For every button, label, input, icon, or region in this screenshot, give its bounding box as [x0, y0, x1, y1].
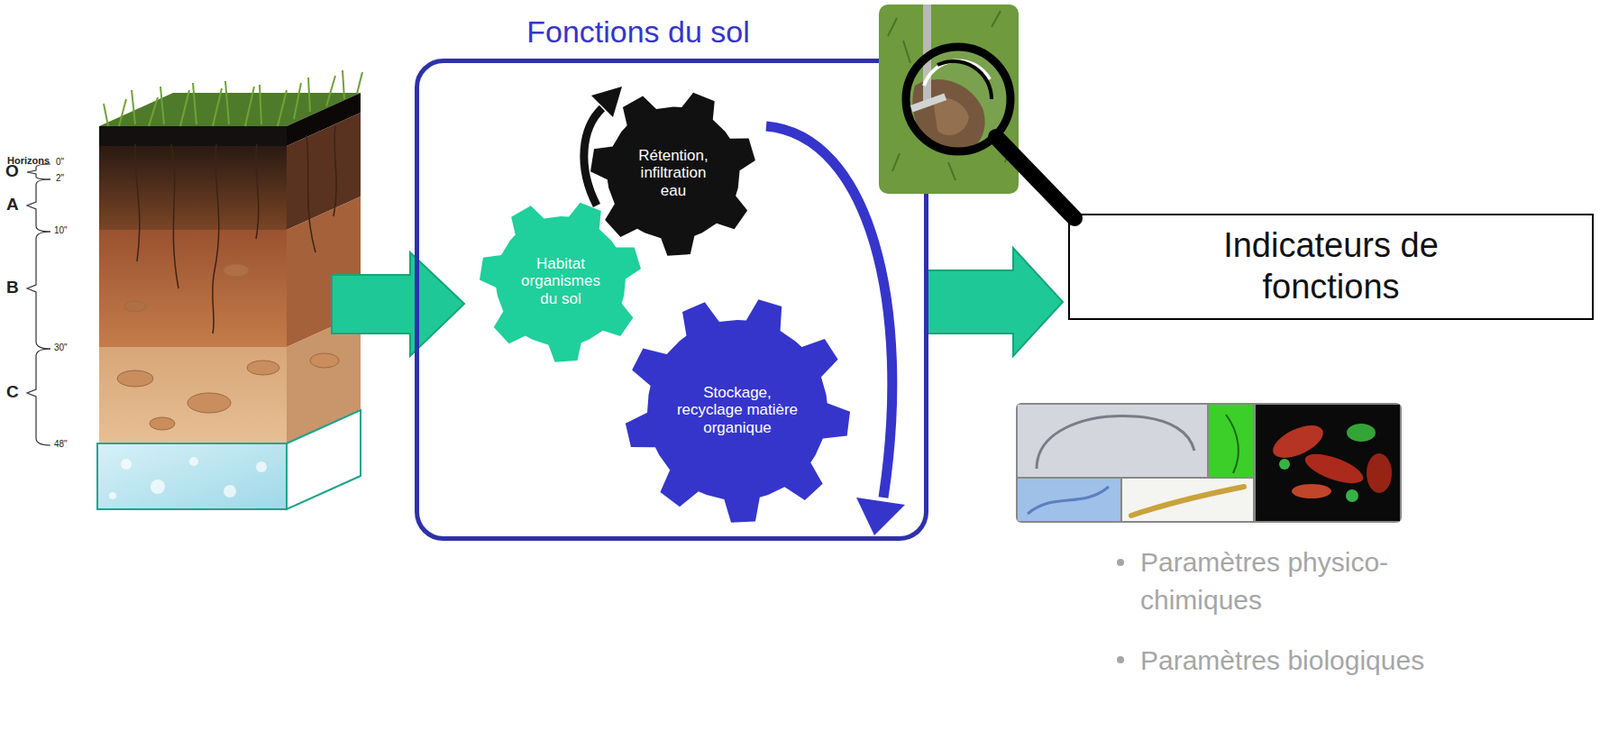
frame-heading: Fonctions du sol	[385, 14, 891, 50]
horizon-label: C	[6, 383, 19, 403]
gear-node: Rétention, infiltration eau	[590, 90, 757, 256]
label-anchor: 0"	[55, 156, 64, 167]
gear-outline	[479, 202, 641, 363]
label-anchor: C	[6, 383, 19, 403]
label-anchor: O	[5, 162, 19, 182]
gear-node: Stockage, recyclage matière organique	[624, 297, 851, 523]
label-anchor: 10"	[54, 225, 68, 236]
block-arrow	[926, 247, 1063, 357]
label-anchor: B	[6, 278, 19, 298]
label-anchor: 30"	[54, 342, 68, 353]
label-anchor: Paramètres physico-chimiques	[1140, 543, 1429, 620]
indicator-box: Indicateurs de fonctions	[1068, 213, 1594, 320]
organism-pictures	[1015, 402, 1402, 523]
depth-label: 2"	[55, 173, 64, 183]
function-frame: Fonctions du solRétention, infiltration …	[414, 58, 929, 541]
gear-node: Habitat organismes du sol	[479, 200, 642, 363]
horizon-label: O	[5, 162, 19, 182]
box-label: Indicateurs de fonctions	[1169, 225, 1494, 308]
label-anchor: Paramètres biologiques	[1140, 641, 1425, 680]
depth-label: 0"	[55, 156, 64, 167]
gear-label: Rétention, infiltration eau	[630, 146, 717, 201]
gear-outline	[625, 299, 851, 523]
label-anchor: 48"	[54, 438, 68, 449]
gear-label: Stockage, recyclage matière organique	[668, 384, 806, 438]
depth-label: 10"	[54, 225, 68, 236]
depth-label: 30"	[54, 342, 68, 353]
bullet-text: Paramètres physico-chimiques	[1140, 543, 1429, 620]
bullet-text: Paramètres biologiques	[1140, 641, 1425, 680]
label-anchor: 2"	[55, 173, 64, 183]
horizon-label: A	[6, 195, 19, 215]
label-anchor: A	[6, 195, 19, 215]
depth-label: 48"	[54, 438, 68, 449]
horizon-label: B	[6, 278, 19, 298]
gear-label: Habitat organismes du sol	[517, 255, 604, 309]
gear-outline	[590, 92, 756, 256]
